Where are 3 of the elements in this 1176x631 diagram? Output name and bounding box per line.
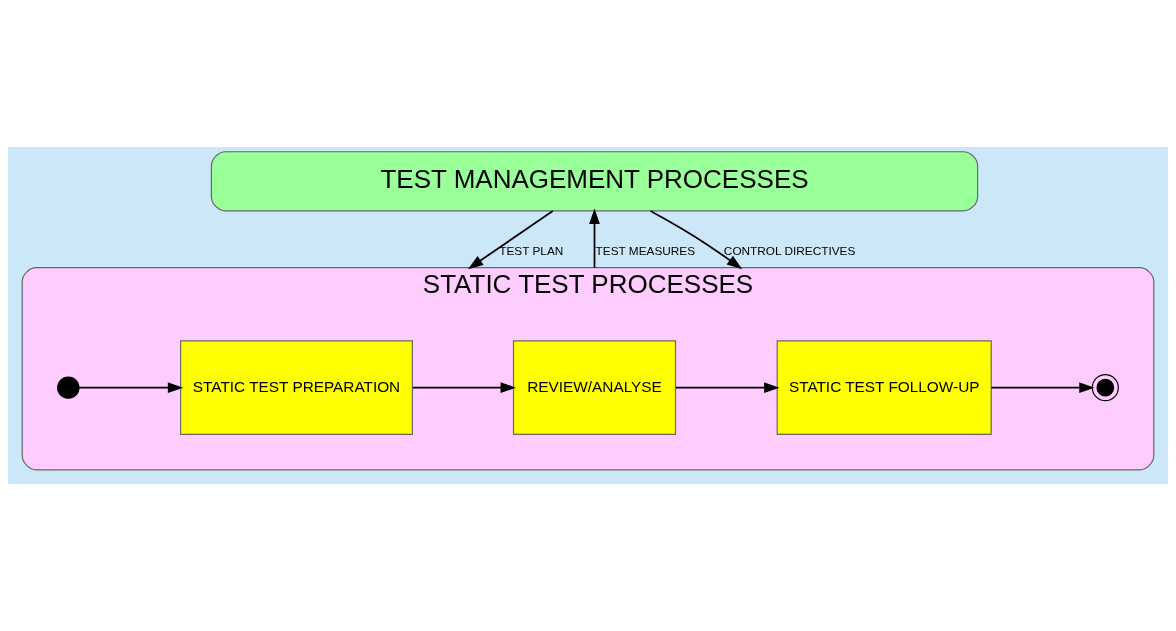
edge-label: TEST PLAN — [499, 243, 564, 258]
edge-label: CONTROL DIRECTIVES — [723, 243, 856, 258]
edge-label: TEST MEASURES — [595, 243, 696, 258]
